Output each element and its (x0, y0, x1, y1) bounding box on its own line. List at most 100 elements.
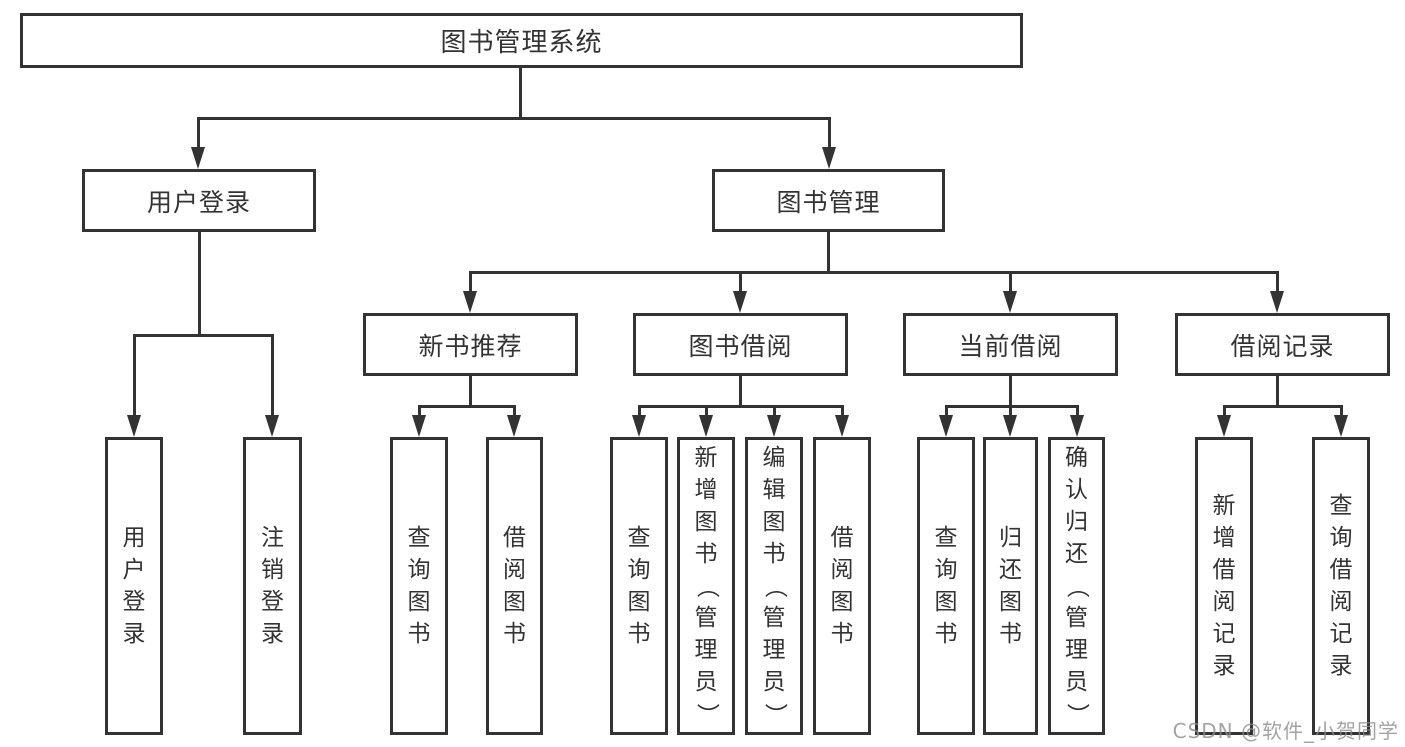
node-current-borrow-label: 当前借阅 (958, 331, 1063, 361)
connector-bookmgmt-rail (469, 271, 1279, 274)
connector-bookmgmt-drop-2 (739, 271, 742, 293)
leaf-borrowing-edit-admin: 编辑图书（管理员） (745, 437, 803, 735)
vertical-char: 新 (1212, 492, 1236, 519)
vertical-char: 图 (694, 508, 718, 535)
vertical-char: ） (1064, 702, 1090, 726)
arrowhead-icon (632, 415, 646, 437)
vertical-char: 录 (1212, 652, 1236, 679)
connector-current-rail (945, 405, 1079, 408)
vertical-char: 借 (830, 524, 854, 551)
node-book-mgmt: 图书管理 (712, 169, 945, 232)
vertical-char: 归 (999, 524, 1022, 551)
vertical-char: 书 (503, 620, 526, 647)
vertical-char: 询 (407, 556, 431, 583)
arrowhead-icon (822, 147, 836, 169)
arrowhead-icon (699, 415, 713, 437)
arrowhead-icon (265, 415, 279, 437)
vertical-char: 查 (407, 524, 431, 551)
vertical-char: ） (693, 702, 720, 726)
connector-root-drop-right (828, 117, 831, 149)
vertical-char: 阅 (1329, 588, 1353, 615)
vertical-char: 员 (694, 668, 718, 695)
connector-current-drop-3 (1076, 405, 1079, 417)
leaf-current-return: 归还图书 (983, 437, 1038, 735)
connector-userlogin-drop-2 (271, 334, 274, 416)
vertical-char: 阅 (830, 556, 854, 583)
vertical-char: 借 (503, 524, 526, 551)
connector-records-drop-1 (1223, 405, 1226, 417)
leaf-records-query: 查询借阅记录 (1312, 437, 1370, 735)
arrowhead-icon (191, 147, 205, 169)
leaf-borrowing-borrow: 借阅图书 (813, 437, 871, 735)
arrowhead-icon (1334, 415, 1348, 437)
connector-newbook-drop-2 (513, 405, 516, 417)
vertical-char: 理 (762, 636, 786, 663)
leaf-current-query: 查询图书 (917, 437, 975, 735)
vertical-char: 用 (122, 524, 146, 551)
node-book-borrowing-label: 图书借阅 (688, 331, 793, 361)
connector-bookmgmt-stem (827, 232, 830, 274)
vertical-char: 认 (1065, 476, 1088, 503)
vertical-char: 管 (762, 604, 786, 631)
vertical-char: 书 (762, 540, 786, 567)
vertical-char: 书 (934, 620, 958, 647)
arrowhead-icon (1270, 291, 1284, 313)
vertical-char: 询 (627, 556, 651, 583)
vertical-char: 图 (407, 588, 431, 615)
leaf-current-confirm-admin: 确认归还（管理员） (1048, 437, 1105, 735)
connector-root-drop-left (197, 117, 200, 149)
vertical-char: 图 (503, 588, 526, 615)
vertical-char: 阅 (1212, 588, 1236, 615)
connector-borrowing-rail (638, 405, 844, 408)
connector-records-drop-2 (1340, 405, 1343, 417)
connector-current-drop-2 (1009, 405, 1012, 417)
csdn-watermark: CSDN @软件_小贺同学 (1172, 719, 1399, 743)
arrowhead-icon (939, 415, 953, 437)
vertical-char: 登 (122, 588, 146, 615)
connector-bookmgmt-drop-3 (1009, 271, 1012, 293)
vertical-char: 登 (261, 588, 284, 615)
vertical-char: 增 (1212, 524, 1236, 551)
node-user-login-label: 用户登录 (146, 187, 251, 217)
connector-userlogin-stem (198, 232, 201, 336)
arrowhead-icon (835, 415, 849, 437)
connector-newbook-drop-1 (418, 405, 421, 417)
vertical-char: 图 (762, 508, 786, 535)
arrowhead-icon (1070, 415, 1084, 437)
node-root-label: 图书管理系统 (440, 28, 603, 58)
vertical-char: 员 (1065, 668, 1088, 695)
connector-newbook-rail (418, 405, 516, 408)
vertical-char: 辑 (762, 476, 786, 503)
leaf-borrowing-add-admin: 新增图书（管理员） (677, 437, 735, 735)
node-user-login: 用户登录 (82, 169, 316, 232)
vertical-char: 归 (1065, 508, 1088, 535)
connector-bookmgmt-drop-1 (469, 271, 472, 293)
node-new-book-rec-label: 新书推荐 (418, 331, 523, 361)
vertical-char: 增 (694, 476, 718, 503)
connector-borrowing-drop-1 (638, 405, 641, 417)
vertical-char: 还 (999, 556, 1022, 583)
arrowhead-icon (767, 415, 781, 437)
vertical-char: 阅 (503, 556, 526, 583)
vertical-char: 记 (1329, 620, 1353, 647)
connector-root-stem (519, 68, 522, 118)
vertical-char: 管 (694, 604, 718, 631)
leaf-newbook-query: 查询图书 (390, 437, 448, 735)
vertical-char: 书 (694, 540, 718, 567)
vertical-char: 询 (934, 556, 958, 583)
leaf-logout: 注销登录 (243, 437, 302, 735)
vertical-char: 理 (694, 636, 718, 663)
vertical-char: 还 (1065, 540, 1088, 567)
arrowhead-icon (1217, 415, 1231, 437)
arrowhead-icon (412, 415, 426, 437)
vertical-char: 理 (1065, 636, 1088, 663)
vertical-char: 查 (627, 524, 651, 551)
connector-root-rail (197, 117, 831, 120)
vertical-char: 录 (1329, 652, 1353, 679)
node-current-borrow: 当前借阅 (903, 313, 1118, 376)
vertical-char: 员 (762, 668, 786, 695)
vertical-char: （ (761, 574, 788, 598)
leaf-newbook-borrow: 借阅图书 (486, 437, 543, 735)
vertical-char: 书 (830, 620, 854, 647)
connector-records-stem (1276, 376, 1279, 407)
